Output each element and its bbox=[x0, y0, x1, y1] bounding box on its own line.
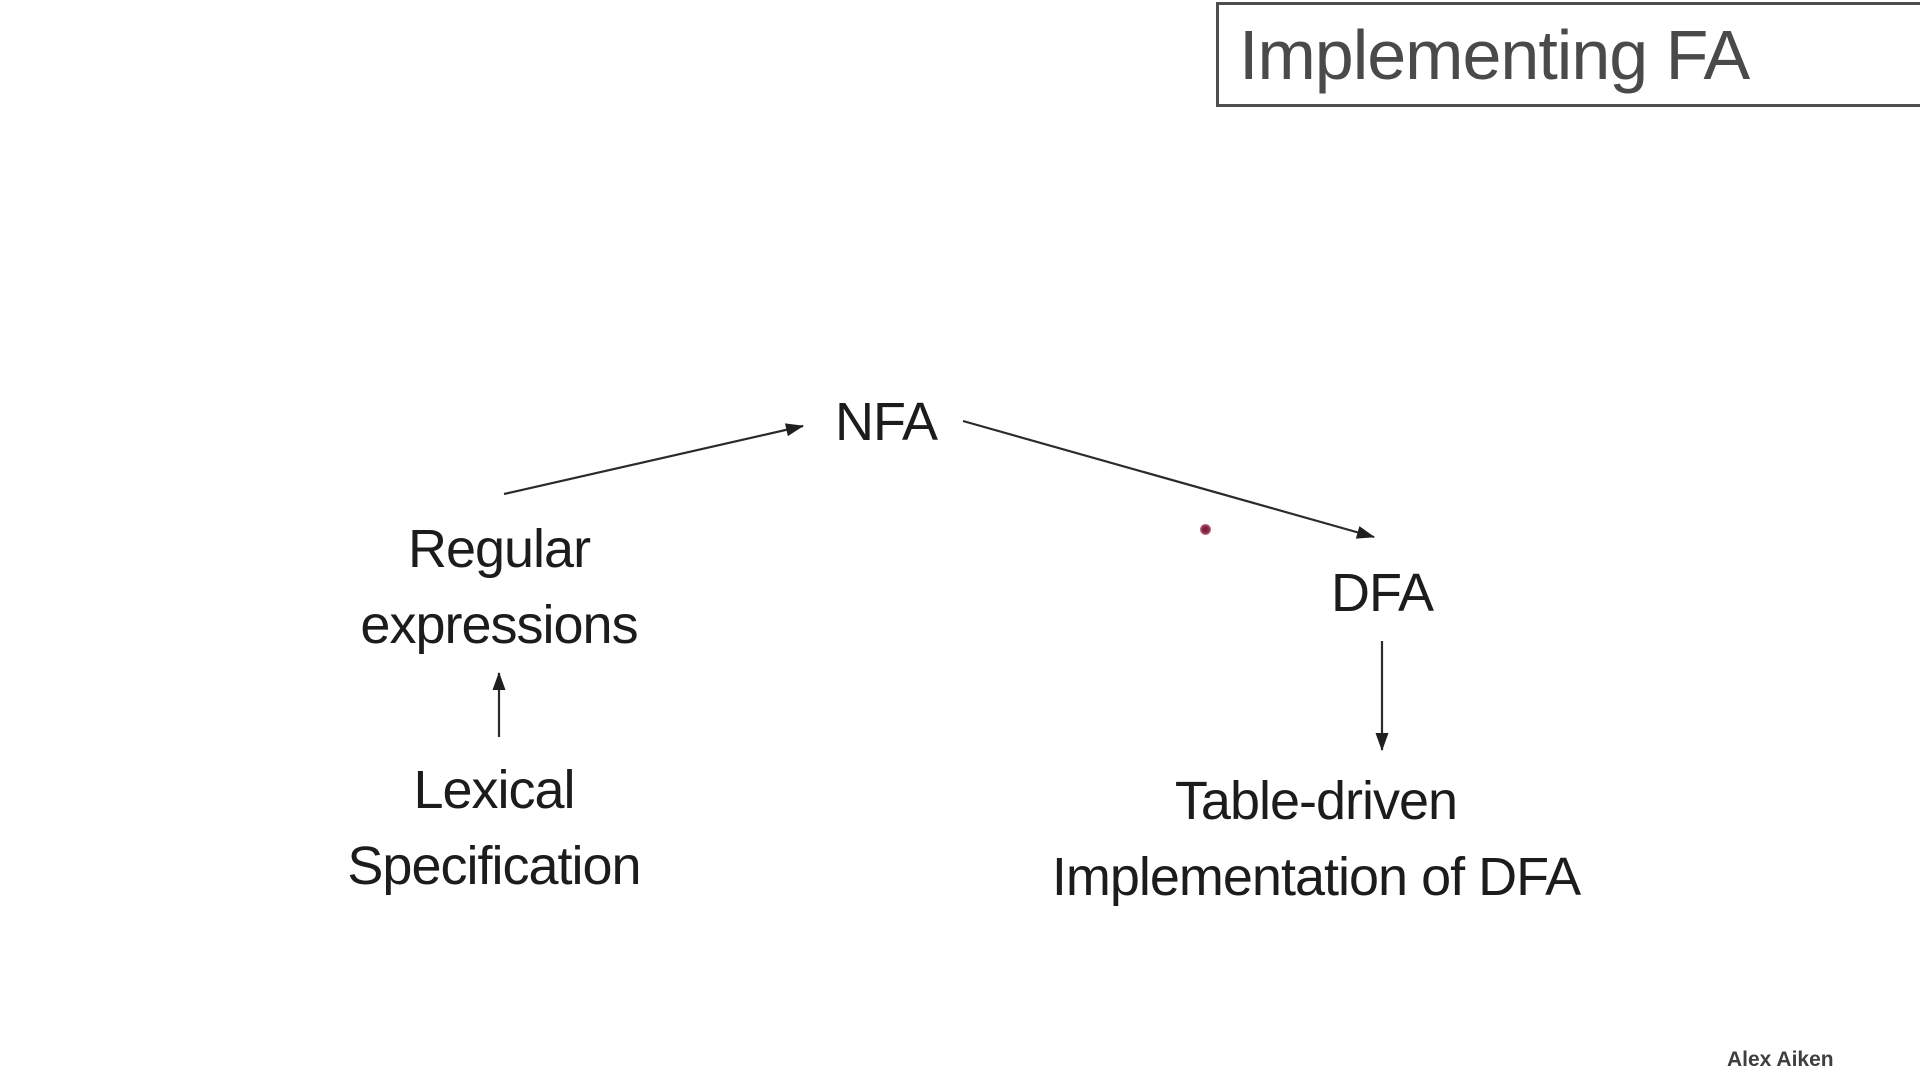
node-regular-expressions-line2: expressions bbox=[360, 595, 638, 655]
arrow-regex-to-nfa bbox=[503, 423, 804, 496]
node-lexical-specification: Lexical Specification bbox=[347, 752, 641, 904]
slide-title-box: Implementing FA bbox=[1216, 2, 1920, 107]
node-lexical-specification-line2: Specification bbox=[347, 836, 641, 896]
node-nfa: NFA bbox=[834, 384, 938, 460]
slide-title: Implementing FA bbox=[1239, 15, 1750, 94]
node-table-driven-line2: Implementation of DFA bbox=[1051, 847, 1581, 907]
node-nfa-label: NFA bbox=[834, 392, 938, 452]
node-lexical-specification-line1: Lexical bbox=[413, 760, 575, 820]
author-credit: Alex Aiken bbox=[1727, 1048, 1834, 1071]
laser-pointer-dot bbox=[1200, 524, 1211, 535]
node-regular-expressions-line1: Regular bbox=[407, 519, 591, 579]
node-dfa-label: DFA bbox=[1330, 563, 1434, 623]
node-table-driven-line1: Table-driven bbox=[1174, 771, 1458, 831]
node-dfa: DFA bbox=[1330, 555, 1434, 631]
arrow-nfa-to-dfa bbox=[962, 419, 1375, 539]
node-regular-expressions: Regular expressions bbox=[360, 511, 638, 663]
node-table-driven-implementation: Table-driven Implementation of DFA bbox=[1051, 763, 1581, 915]
